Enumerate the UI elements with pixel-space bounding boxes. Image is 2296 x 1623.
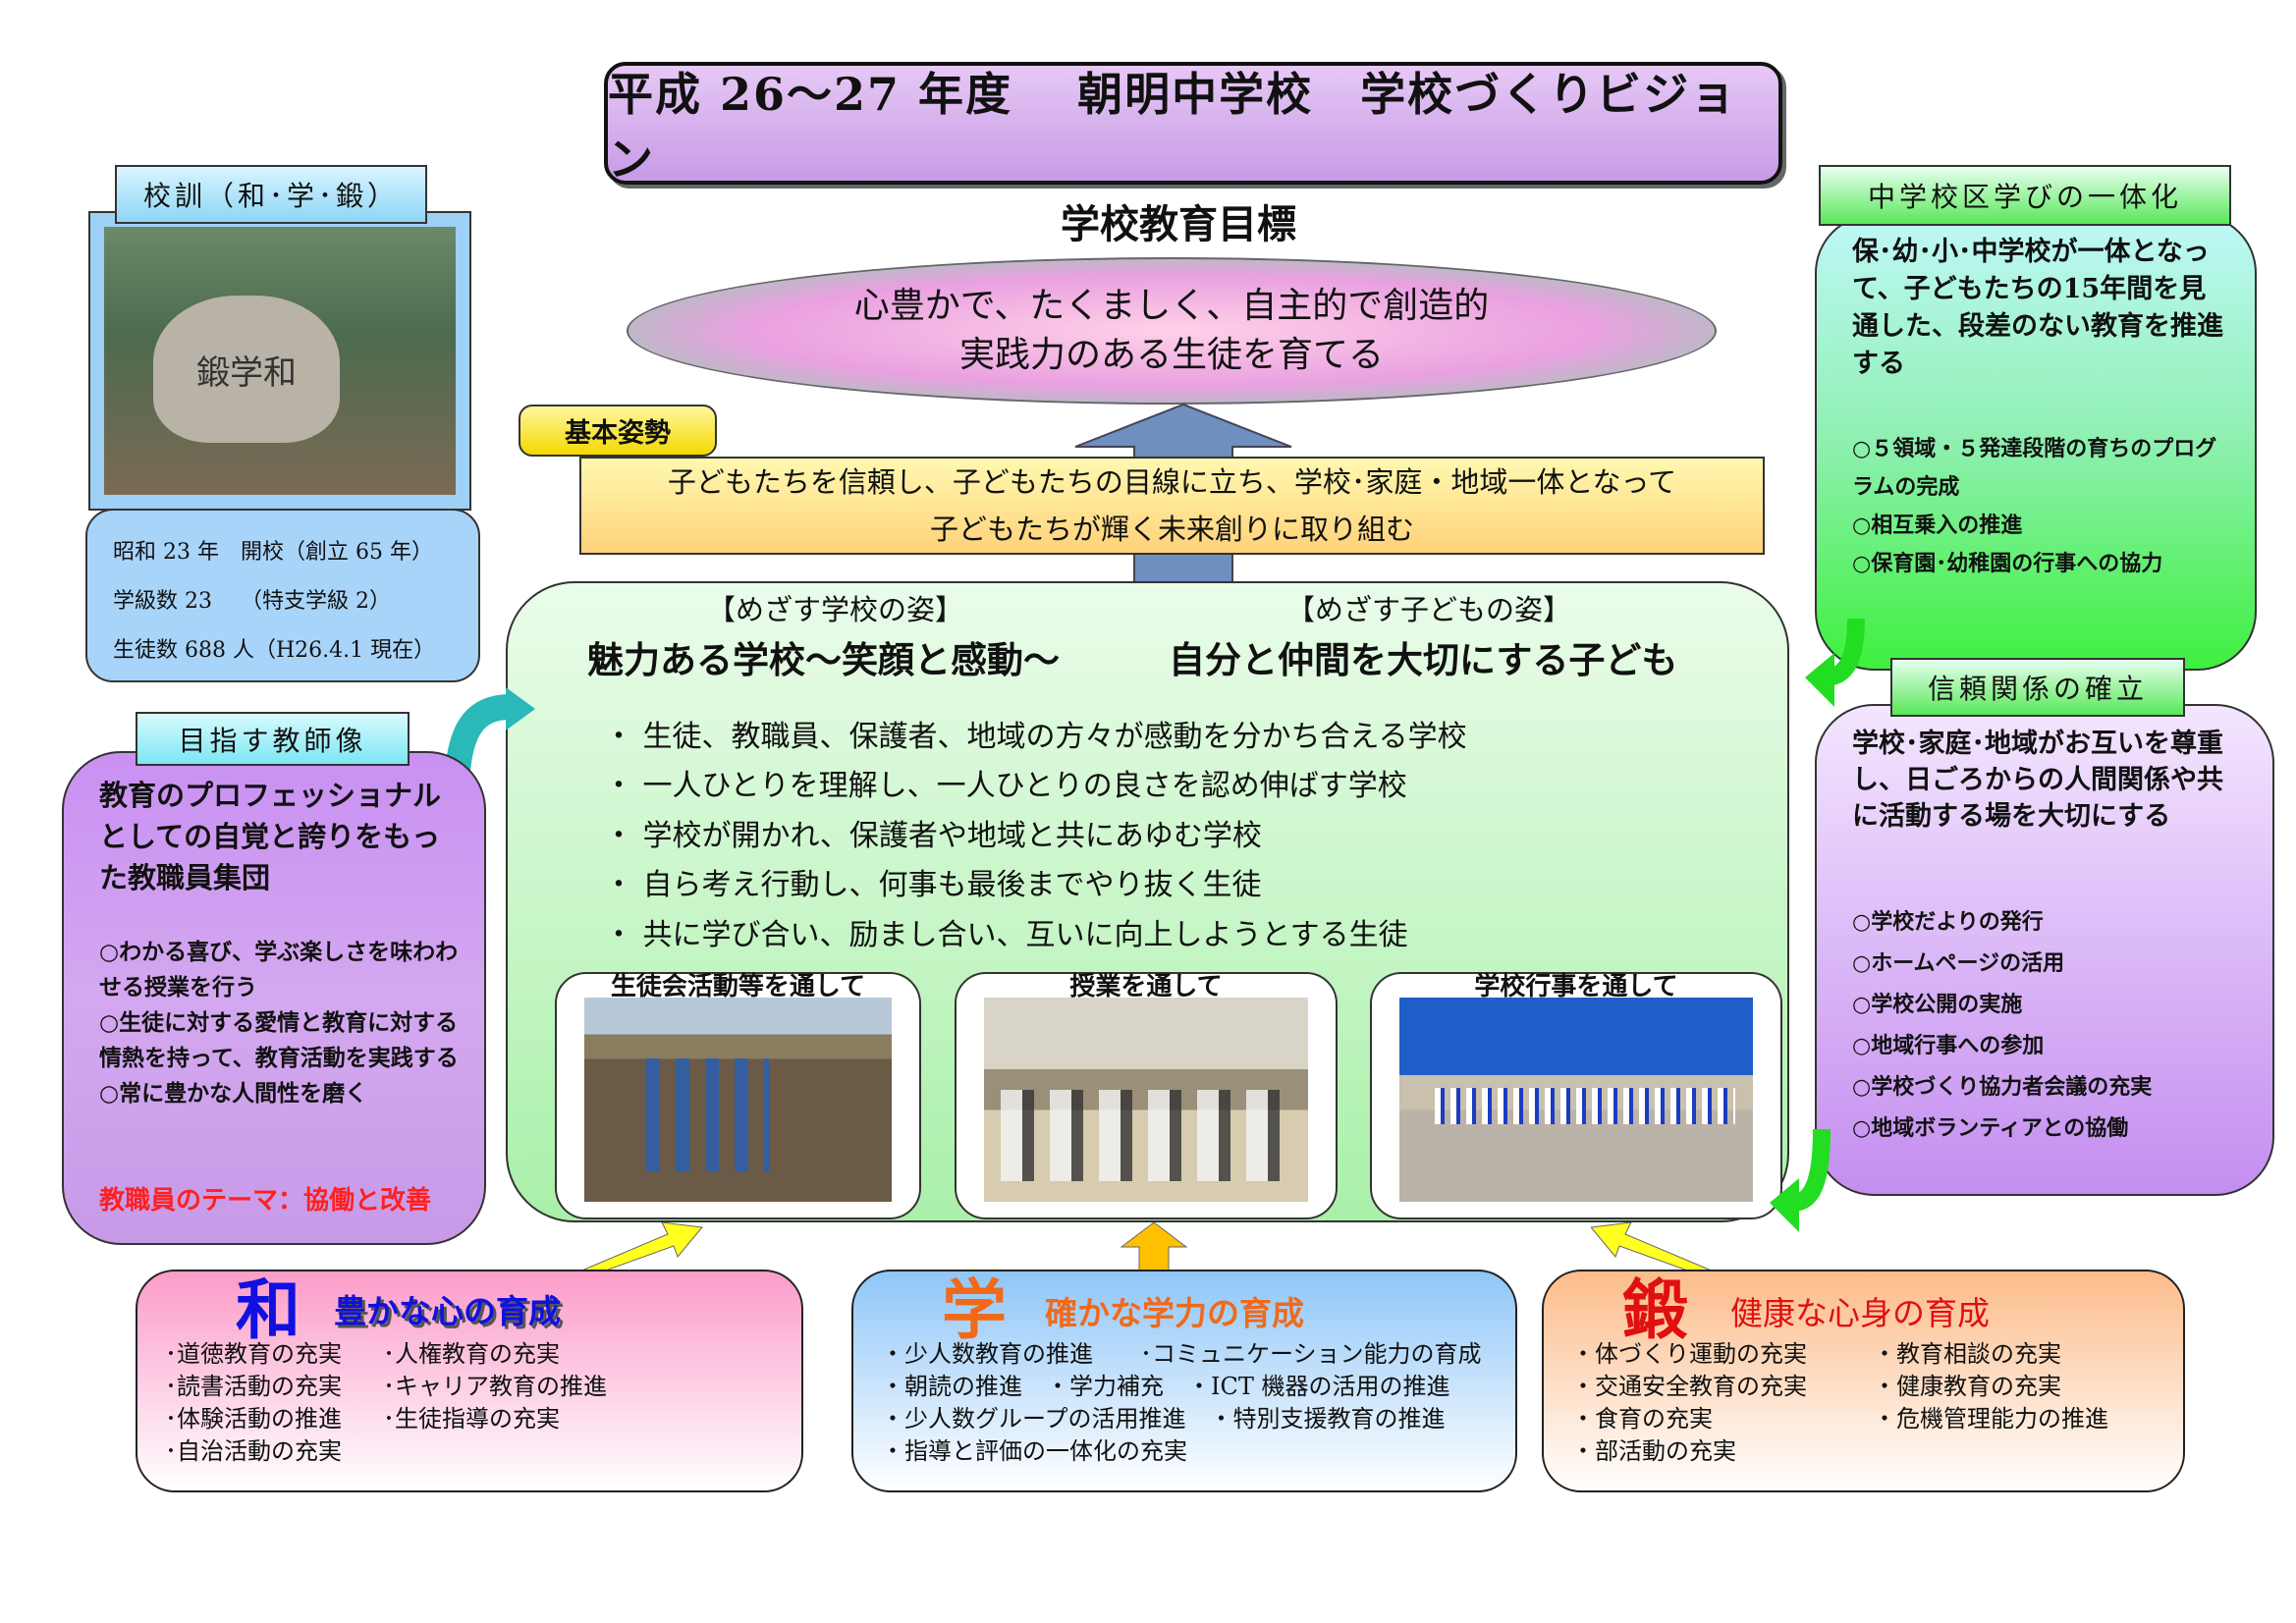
teacher-theme: 教職員のテーマ：協働と改善 [99,1186,432,1216]
photo-caption: 授業を通して [1069,972,1223,1001]
tan-character: 鍛 [1622,1271,1687,1348]
item: ・少人数グループの活用推進 ・特別支援教育の推進 [881,1405,1446,1433]
academic-growth-box: 学 確かな学力の育成 ・少人数教育の推進 ･コミュニケーション能力の育成・朝読の… [851,1270,1517,1492]
item: ・少人数教育の推進 ･コミュニケーション能力の育成 [881,1340,1482,1368]
basic-stance-tag: 基本姿勢 [519,405,717,457]
school-vision-title: 魅力ある学校～笑顔と感動～ [587,638,1060,681]
heart-growth-box: 和 豊かな心の育成 ･道徳教育の充実 ･読書活動の充実 ･体験活動の推進 ･自治活動の… [136,1270,803,1492]
item: ･生徒指導の充実 [383,1405,560,1433]
student-council-photo [584,998,892,1202]
item: ･体験活動の推進 [165,1405,342,1433]
teacher-box: 教育のプロフェッショナルとしての自覚と誇りをもった教職員集団 ○わかる喜び、学ぶ… [62,751,486,1245]
classroom-photo [984,998,1308,1202]
item: ・指導と評価の一体化の充実 [881,1437,1187,1465]
motto-stone-photo: 鍛学和 [104,227,456,495]
basic-stance-box: 子どもたちを信頼し、子どもたちの目線に立ち、学校･家庭・地域一体となって 子ども… [579,457,1765,555]
green-curved-arrow-icon [1805,619,1865,707]
stance-line: 子どもたちを信頼し、子どもたちの目線に立ち、学校･家庭・地域一体となって [667,465,1677,499]
info-line: 学級数 23 （特支学級 2） [113,589,391,614]
info-line: 生徒数 688 人（H26.4.1 現在） [113,638,436,663]
goal-line: 実践力のある生徒を育てる [958,335,1384,375]
trust-item: ○地域ボランティアとの協働 [1852,1116,2129,1141]
unify-item: ○５領域・５発達段階の育ちのプログラムの完成 [1852,437,2217,500]
yellow-arrow-icon [1120,1222,1188,1276]
photo-frame-class: 授業を通して [955,972,1338,1219]
unify-tag: 中学校区学びの一体化 [1819,165,2231,226]
vision-bullet: ・ 自ら考え行動し、何事も最後までやり抜く生徒 [604,868,1262,902]
teacher-tag: 目指す教師像 [136,712,410,766]
school-goal-ellipse: 心豊かで、たくましく、自主的で創造的 実践力のある生徒を育てる [627,257,1717,405]
item: ･自治活動の充実 [165,1437,342,1465]
trust-tag: 信頼関係の確立 [1890,658,2185,717]
trust-item: ○ホームページの活用 [1852,951,2065,976]
vision-bullet: ・ 一人ひとりを理解し、一人ひとりの良さを認め伸ばす学校 [604,769,1407,803]
green-curved-arrow-icon [1770,1129,1831,1232]
item: ・体づくり運動の充実 [1571,1340,1807,1368]
school-vision-heading: 【めざす学校の姿】 [707,593,964,626]
item: ・教育相談の充実 [1873,1340,2061,1368]
item: ・部活動の充実 [1571,1437,1736,1465]
unify-item: ○相互乗入の推進 [1852,514,2023,538]
child-vision-title: 自分と仲間を大切にする子ども [1169,638,1678,681]
info-line: 昭和 23 年 開校（創立 65 年） [113,540,433,565]
item: ･人権教育の充実 [383,1340,560,1368]
goal-heading: 学校教育目標 [1061,201,1296,247]
child-vision-heading: 【めざす子どもの姿】 [1286,593,1572,626]
stance-line: 子どもたちが輝く未来創りに取り組む [929,513,1414,546]
teacher-item: ○常に豊かな人間性を磨く [99,1081,368,1107]
photo-frame-student-council: 生徒会活動等を通して [555,972,921,1219]
motto-photo-frame: 鍛学和 [88,211,471,511]
motto-stone-inscription: 鍛学和 [153,296,340,443]
item: ・健康教育の充実 [1873,1373,2061,1400]
teacher-lead: 教育のプロフェッショナルとしての自覚と誇りをもった教職員集団 [99,779,442,894]
vision-bullet: ・ 共に学び合い、励まし合い、互いに向上しようとする生徒 [604,918,1408,952]
school-event-photo [1399,998,1753,1202]
trust-lead: 学校･家庭･地域がお互いを尊重し、日ごろからの人間関係や共に活動する場を大切にす… [1852,729,2223,832]
vision-bullet: ・ 学校が開かれ、保護者や地域と共にあゆむ学校 [604,819,1262,853]
photo-caption: 学校行事を通して [1474,972,1678,1001]
teacher-item: ○生徒に対する愛情と教育に対する情熱を持って、教育活動を実践する [99,1010,459,1071]
item: ･キャリア教育の推進 [383,1373,607,1400]
trust-item: ○学校づくり協力者会議の充実 [1852,1075,2153,1100]
item: ･道徳教育の充実 [165,1340,342,1368]
gaku-character: 学 [942,1271,1007,1348]
trust-item: ○学校だよりの発行 [1852,910,2044,935]
unify-box: 保･幼･小･中学校が一体となって、子どもたちの15年間を見通した、段差のない教育… [1815,214,2257,671]
item: ・危機管理能力の推進 [1873,1405,2108,1433]
item: ･読書活動の充実 [165,1373,342,1400]
item: ・食育の充実 [1571,1405,1713,1433]
motto-tag: 校訓（和･学･鍛） [115,165,427,224]
health-growth-title: 健康な心身の育成 [1730,1294,1990,1332]
wa-character: 和 [236,1271,301,1348]
item: ・交通安全教育の充実 [1571,1373,1807,1400]
page-title: 平成 26～27 年度 朝明中学校 学校づくりビジョン [604,62,1782,186]
goal-line: 心豊かで、たくましく、自主的で創造的 [853,286,1490,326]
item: ・朝読の推進 ・学力補充 ・ICT 機器の活用の推進 [881,1373,1450,1400]
unify-item: ○保育園･幼稚園の行事への協力 [1852,552,2163,576]
trust-box: 学校･家庭･地域がお互いを尊重し、日ごろからの人間関係や共に活動する場を大切にす… [1815,704,2274,1196]
school-info-box: 昭和 23 年 開校（創立 65 年） 学級数 23 （特支学級 2） 生徒数 … [85,509,480,682]
health-growth-box: 鍛 健康な心身の育成 ・体づくり運動の充実・交通安全教育の充実・食育の充実・部活… [1542,1270,2185,1492]
teacher-item: ○わかる喜び、学ぶ楽しさを味わわせる授業を行う [99,940,459,1001]
heart-growth-title: 豊かな心の育成 [334,1292,561,1330]
unify-lead: 保･幼･小･中学校が一体となって、子どもたちの15年間を見通した、段差のない教育… [1852,237,2223,379]
academic-growth-title: 確かな学力の育成 [1045,1294,1304,1332]
trust-item: ○地域行事への参加 [1852,1034,2045,1058]
trust-item: ○学校公開の実施 [1852,993,2023,1017]
vision-bullet: ・ 生徒、教職員、保護者、地域の方々が感動を分かち合える学校 [604,720,1467,754]
photo-caption: 生徒会活動等を通して [610,972,866,1001]
yellow-arrow-icon [579,1222,703,1276]
photo-frame-event: 学校行事を通して [1370,972,1782,1219]
